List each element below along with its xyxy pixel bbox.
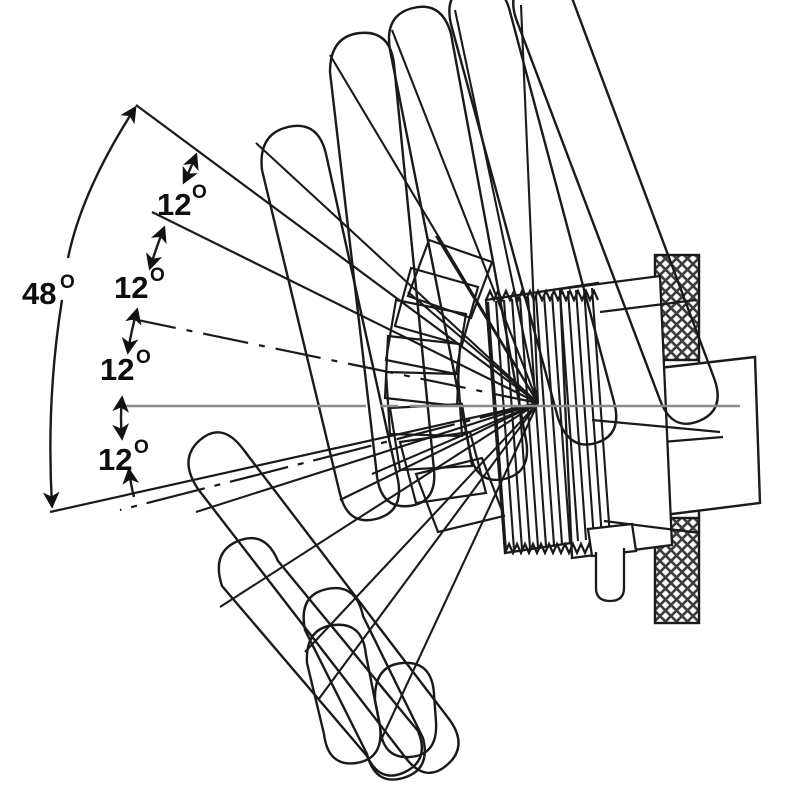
ray-to-blade-u3 — [391, 29, 539, 404]
angle-ray-minus24 — [119, 401, 539, 512]
bellows-crest-zigzag-top — [484, 288, 600, 303]
increment-a-degree-mark: O — [192, 182, 207, 203]
angle-ray-plus12 — [151, 211, 539, 404]
collar-plate-8 — [414, 456, 506, 534]
bellows-thread-ribs — [486, 287, 612, 552]
increment-d-value: 12 — [98, 442, 132, 477]
ray-to-blade-u4 — [453, 9, 540, 404]
blade-lower-5 — [373, 661, 438, 759]
ray-to-blade-l3 — [304, 402, 539, 653]
ray-aux-4 — [435, 235, 539, 404]
blade-lower-1 — [187, 431, 460, 774]
increment-12-c: 12 O — [100, 347, 151, 387]
increment-12-d: 12 O — [98, 437, 149, 477]
arc-48-upper-segment — [66, 105, 137, 259]
total-sweep-48: 48 O — [22, 272, 75, 311]
arc-12-a — [182, 152, 199, 185]
increment-c-degree-mark: O — [136, 347, 151, 368]
rear-housing-groove — [661, 435, 724, 444]
blade-upper-3 — [387, 5, 529, 482]
collar-plate-7 — [398, 430, 488, 505]
ray-to-blade-l4 — [317, 402, 539, 701]
blade-upper-4 — [448, 0, 618, 446]
retainer-tab-pin — [594, 548, 626, 603]
arc-48-lower-segment — [42, 299, 64, 509]
ray-aux-2 — [371, 402, 539, 475]
increment-arcs — [112, 152, 199, 498]
increment-b-value: 12 — [114, 270, 148, 305]
increment-c-value: 12 — [100, 352, 134, 387]
blade-lower-3 — [302, 586, 426, 781]
arc-12-b — [145, 225, 167, 271]
total-sweep-degree-mark: O — [60, 272, 75, 293]
dimension-labels: 48 O 12 O 12 O 12 O 12 O — [22, 182, 207, 477]
increment-d-degree-mark: O — [134, 437, 149, 458]
ray-to-blade-u1 — [255, 142, 539, 404]
retainer-tab — [586, 522, 638, 603]
angular-reference-rays — [49, 104, 539, 514]
ray-to-blade-l5 — [379, 402, 539, 743]
angle-ray-minus24-outer — [49, 401, 539, 514]
increment-a-value: 12 — [157, 187, 191, 222]
ray-to-blade-u5 — [519, 4, 540, 404]
arc-12-c — [121, 307, 142, 355]
blade-lower-2 — [217, 536, 423, 777]
angle-ray-plus24 — [135, 104, 539, 404]
convergence-rays — [195, 4, 540, 743]
increment-12-b: 12 O — [114, 265, 165, 305]
leader-axis — [591, 418, 721, 434]
arc-12-d — [112, 395, 129, 441]
leader-lower — [603, 519, 701, 535]
total-sweep-arc — [42, 105, 137, 509]
ray-aux-1 — [339, 402, 539, 501]
ray-aux-3 — [407, 291, 539, 404]
blade-upper-5 — [512, 0, 719, 426]
mounting-wall-lower-section — [653, 516, 701, 625]
increment-12-a: 12 O — [157, 182, 207, 222]
increment-b-degree-mark: O — [150, 265, 165, 286]
angle-ray-zero-upper — [127, 316, 539, 405]
ray-to-blade-l2 — [219, 402, 539, 608]
total-sweep-value: 48 — [22, 276, 56, 311]
collar-plate-2 — [393, 266, 480, 347]
barrel-wall-leaders — [591, 298, 721, 535]
blade-fan-lower — [187, 431, 460, 781]
arc-12-e — [122, 467, 140, 498]
ray-to-blade-l1 — [195, 401, 539, 514]
leader-upper — [599, 298, 697, 314]
